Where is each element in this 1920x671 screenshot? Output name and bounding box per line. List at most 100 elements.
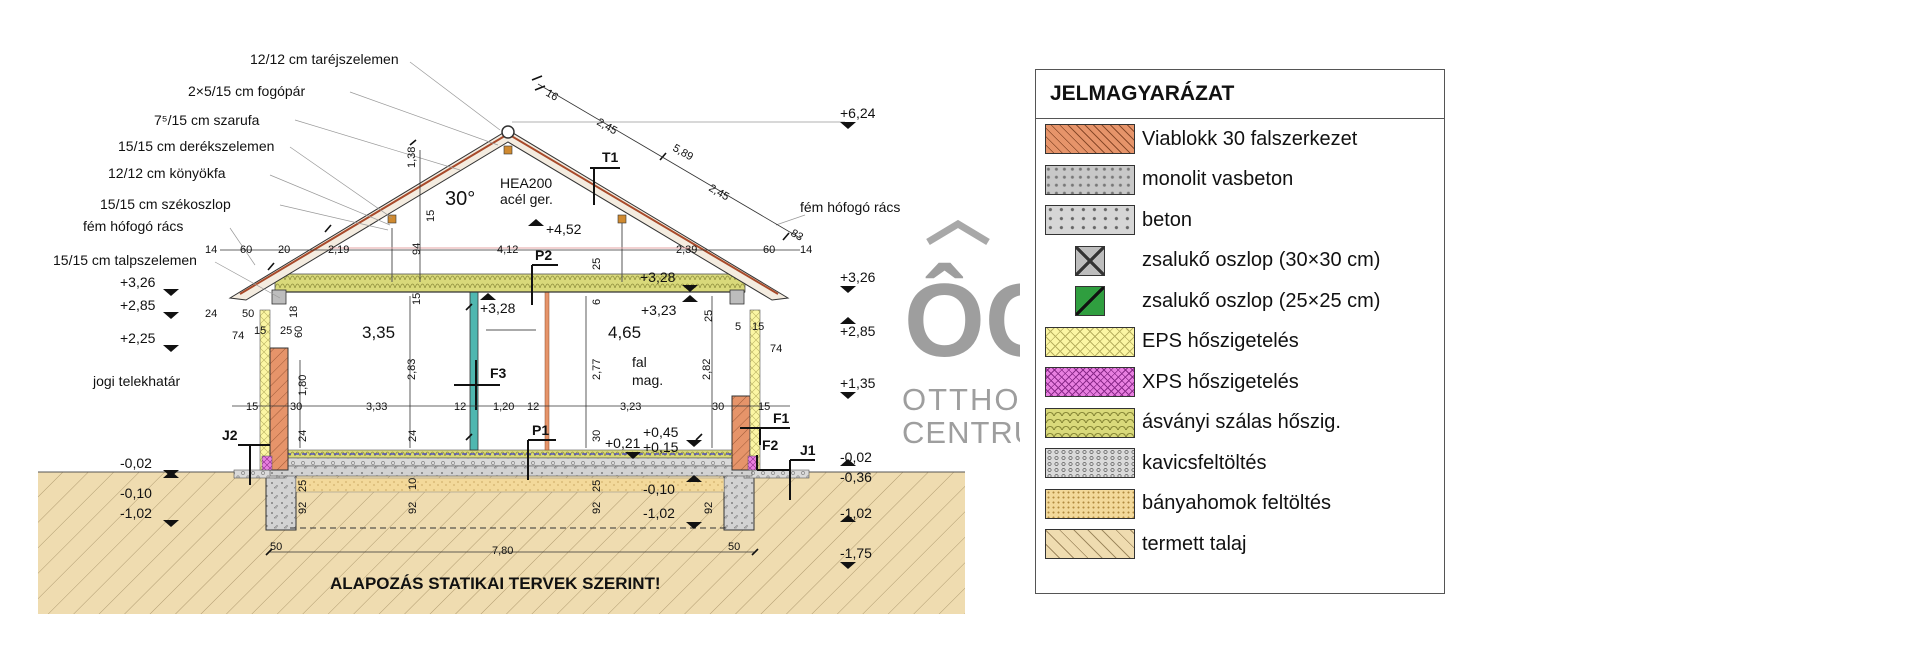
elev-015: +0,15 <box>643 439 679 455</box>
legend-label: zsalukő oszlop (30×30 cm) <box>1142 249 1381 272</box>
dim-50a: 50 <box>242 308 254 320</box>
xps-left <box>261 455 273 471</box>
ridge-beam <box>503 145 513 155</box>
dim-74a: 74 <box>232 330 244 342</box>
tag-p1: P1 <box>532 422 549 438</box>
dim-14b: 14 <box>800 244 812 256</box>
dim-50b: 50 <box>270 541 282 553</box>
legend-swatch-soil <box>1045 529 1135 560</box>
dim-412: 4,12 <box>497 244 518 256</box>
dim-780: 7,80 <box>492 545 513 557</box>
dim-282: 2,82 <box>701 359 713 380</box>
legend-item: zsalukő oszlop (25×25 cm) <box>1036 281 1444 322</box>
dim-15a: 15 <box>425 210 437 222</box>
legend-swatch-xps <box>1045 367 1135 398</box>
tag-j1: J1 <box>800 442 816 458</box>
elev-m002: -0,02 <box>120 455 152 471</box>
label-ridge-purlin: 12/12 cm taréjszelemen <box>250 51 399 67</box>
dim-16: 16 <box>544 87 561 104</box>
elev-285r: +2,85 <box>840 323 876 339</box>
floor-slab <box>269 465 753 477</box>
dim-15e: 15 <box>246 401 258 413</box>
dim-24a: 24 <box>205 308 217 320</box>
legend-swatch-column-30 <box>1075 245 1105 276</box>
label-mid-purlin: 15/15 cm derékszelemen <box>118 138 274 154</box>
elev-m102: -1,02 <box>120 505 152 521</box>
dim-6: 6 <box>591 299 603 305</box>
tag-t1: T1 <box>602 149 619 165</box>
dim-333: 3,33 <box>366 401 387 413</box>
legend-swatch-eps <box>1045 326 1135 357</box>
dim-589: 5,89 <box>671 142 696 163</box>
label-collar-pair: 2×5/15 cm fogópár <box>188 83 305 99</box>
foundation-note: ALAPOZÁS STATIKAI TERVEK SZERINT! <box>330 574 661 593</box>
label-rafter: 7⁵/15 cm szarufa <box>154 112 260 128</box>
dim-92d: 92 <box>703 502 715 514</box>
elev-624: +6,24 <box>840 105 876 121</box>
dim-94: 94 <box>411 243 423 255</box>
legend-swatch-rc-concrete <box>1045 164 1135 195</box>
wall-left-brick <box>269 347 289 471</box>
floor-gravel <box>269 457 753 467</box>
legend-label: EPS hőszigetelés <box>1142 330 1299 353</box>
dim-25e: 25 <box>591 480 603 492</box>
dim-12a: 12 <box>454 401 466 413</box>
roof-angle: 30° <box>445 188 475 210</box>
legend-title: JELMAGYARÁZAT <box>1036 70 1444 119</box>
tag-f1: F1 <box>773 410 790 426</box>
legend-swatch-gravel <box>1045 448 1135 479</box>
room-right-width: 4,65 <box>608 323 641 342</box>
dim-277: 2,77 <box>591 359 603 380</box>
dim-60b: 60 <box>763 244 775 256</box>
label-wall-plate: 15/15 cm talpszelemen <box>53 252 197 268</box>
legend-label: kavicsfeltöltés <box>1142 451 1267 474</box>
dim-24b: 24 <box>297 430 309 442</box>
elev-328a: +3,28 <box>480 300 516 316</box>
dimension-lines <box>220 83 801 553</box>
legend-label: Viablokk 30 falszerkezet <box>1142 127 1358 150</box>
legend-swatch-concrete <box>1045 205 1135 236</box>
elev-323: +3,23 <box>641 302 677 318</box>
logo-otthon: OTTHON <box>902 382 1020 417</box>
foundation-right <box>723 471 755 531</box>
elev-m010b: -0,10 <box>643 481 675 497</box>
ridge-purlin-icon <box>501 125 515 139</box>
elev-045: +0,45 <box>643 424 679 440</box>
label-hea200: HEA200 <box>500 175 552 191</box>
leader-lines <box>214 61 845 299</box>
dim-10: 10 <box>407 478 419 490</box>
legend-label: zsalukő oszlop (25×25 cm) <box>1142 289 1381 312</box>
legend-item: kavicsfeltöltés <box>1036 443 1444 484</box>
wall-right-eps <box>749 309 761 471</box>
dim-24c: 24 <box>407 430 419 442</box>
column-right <box>729 289 745 305</box>
label-snow-guard-left: fém hófogó rács <box>83 218 183 234</box>
dim-20: 20 <box>278 244 290 256</box>
elev-328b: +3,28 <box>640 269 676 285</box>
elev-135: +1,35 <box>840 375 876 391</box>
section-drawing: 12/12 cm taréjszelemen 2×5/15 cm fogópár… <box>38 51 1020 614</box>
logo-roof-icon <box>926 219 990 246</box>
dim-239: 2,39 <box>676 244 697 256</box>
dim-323: 3,23 <box>620 401 641 413</box>
legend-list: Viablokk 30 falszerkezet monolit vasbeto… <box>1036 119 1444 565</box>
dim-138: 1,38 <box>406 147 418 168</box>
legend-swatch-sand <box>1045 488 1135 519</box>
dim-15c: 15 <box>254 325 266 337</box>
label-property-line: jogi telekhatár <box>92 373 181 389</box>
legend-swatch-mineral-wool <box>1045 407 1135 438</box>
dimension-ticks <box>265 75 790 556</box>
elevation-markers: +6,24 +4,52 +3,26 +2,85 +2,25 +3,28 +3,2… <box>120 105 876 569</box>
dim-283: 2,83 <box>406 359 418 380</box>
foundation-left <box>265 471 297 531</box>
dim-120: 1,20 <box>493 401 514 413</box>
dim-50c: 50 <box>728 541 740 553</box>
legend-swatch-brick <box>1045 124 1135 155</box>
dim-245b: 2,45 <box>707 182 732 203</box>
dim-92c: 92 <box>591 502 603 514</box>
dim-12b: 12 <box>527 401 539 413</box>
column-left <box>271 289 287 305</box>
elev-m175: -1,75 <box>840 545 872 561</box>
dim-25c: 25 <box>703 310 715 322</box>
label-snow-guard-right: fém hófogó rács <box>800 199 900 215</box>
